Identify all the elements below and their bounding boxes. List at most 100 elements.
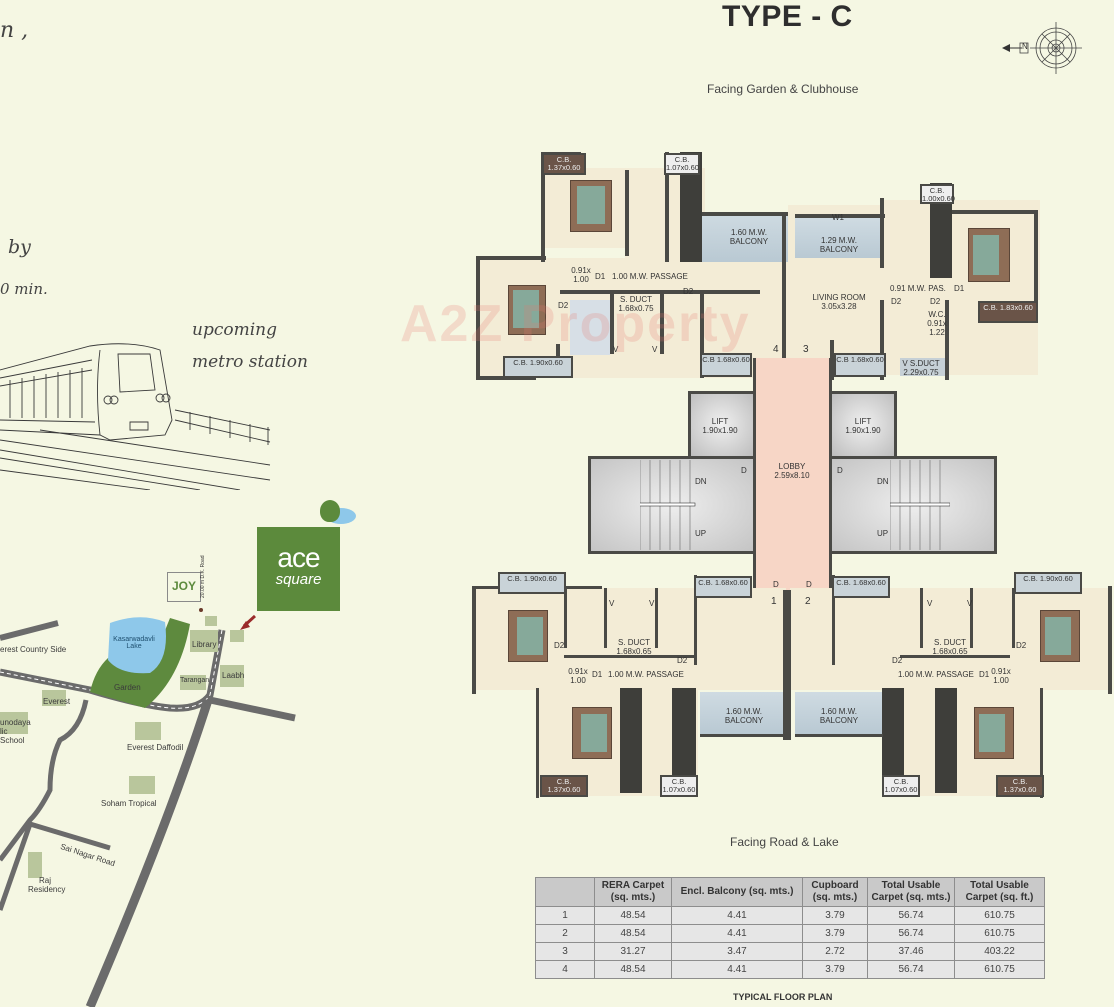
d2-label: D2	[891, 297, 902, 306]
joy-logo: JOY	[167, 572, 201, 602]
table-cell: 610.75	[954, 960, 1045, 979]
metro-train-sketch	[0, 343, 271, 490]
cb-label: C.B. 1.37x0.60	[542, 153, 586, 175]
table-header: Encl. Balcony (sq. mts.)	[671, 877, 803, 907]
balcony-label: 1.60 M.W. BALCONY	[729, 228, 769, 246]
cb-label: C.B. 1.90x0.60	[498, 572, 566, 594]
table-cell: 56.74	[867, 960, 955, 979]
vent-label: V	[652, 345, 658, 354]
door-size-label: 0.91x 1.00	[568, 667, 588, 685]
cb-label: C.B. 1.07x0.60	[664, 153, 700, 175]
table-row: 1 48.54 4.41 3.79 56.74 610.75	[535, 906, 1045, 925]
d1-label: D1	[954, 284, 965, 293]
d2-label: D2	[558, 301, 569, 310]
cb-label: C.B. 1.68x0.60	[832, 576, 890, 598]
living-room-label: LIVING ROOM 3.05x3.28	[812, 293, 866, 311]
door-label: D	[806, 362, 812, 371]
vent-label: V	[613, 345, 619, 354]
table-cell: 4.41	[671, 924, 803, 943]
map-label-garden: Garden	[114, 683, 141, 692]
table-header: Total Usable Carpet (sq. ft.)	[954, 877, 1045, 907]
lobby-label: LOBBY 2.59x8.10	[774, 462, 810, 480]
compass-north-label: N	[1022, 42, 1028, 51]
metro-note-line2: metro station	[192, 352, 308, 372]
table-cell: 37.46	[867, 942, 955, 961]
door-size-label: 0.91x 1.00	[571, 266, 591, 284]
map-label-library: Library	[192, 640, 217, 649]
cb-label: C.B. 1.83x0.60	[978, 301, 1038, 323]
d2-label: D2	[677, 656, 688, 665]
sduct-label: V S.DUCT 2.29x0.75	[902, 359, 940, 377]
table-cell: 48.54	[594, 906, 672, 925]
logo-ace-text: ace	[277, 542, 320, 573]
passage-label: 0.91 M.W. PAS.	[890, 284, 946, 293]
table-cell: 2	[535, 924, 595, 943]
table-header: Total Usable Carpet (sq. mts.)	[867, 877, 955, 907]
flat-number: 4	[773, 344, 779, 355]
passage-label: 1.00 M.W. PASSAGE	[898, 670, 974, 679]
door-label: D	[837, 466, 843, 475]
cb-label: C.B. 1.07x0.60	[882, 775, 920, 797]
table-header-row: RERA Carpet (sq. mts.) Encl. Balcony (sq…	[535, 877, 1045, 907]
sduct-label: S. DUCT 1.68x0.65	[616, 638, 652, 656]
table-cell: 610.75	[954, 924, 1045, 943]
d2-label: D2	[1016, 641, 1027, 650]
table-row: 4 48.54 4.41 3.79 56.74 610.75	[535, 960, 1045, 979]
compass-icon	[1000, 22, 1090, 76]
map-label-raj-residency: Raj Residency	[28, 876, 66, 894]
cb-label: C.B. 1.90x0.60	[503, 356, 573, 378]
map-label-tarangan: Tarangan	[180, 677, 210, 684]
table-cell: 56.74	[867, 924, 955, 943]
map-label-everest: Everest	[43, 697, 71, 706]
door-label: D	[773, 580, 779, 589]
table-cell: 2.72	[802, 942, 868, 961]
map-label-lake: Kasarwadavli Lake	[113, 636, 155, 650]
window-label: W1	[832, 213, 844, 222]
vent-label: V	[649, 599, 655, 608]
d2-label: D2	[930, 297, 941, 306]
bird-icon	[316, 498, 356, 528]
table-cell: 3.79	[802, 906, 868, 925]
map-label-everest-country-side: erest Country Side	[0, 645, 67, 654]
balcony-label: 1.60 M.W. BALCONY	[724, 707, 764, 725]
vent-label: V	[609, 599, 615, 608]
table-cell: 4.41	[671, 906, 803, 925]
wc-label: W.C. 0.91x 1.22	[927, 310, 947, 337]
flat-number: 3	[803, 344, 809, 355]
passage-label: 1.00 M.W. PASSAGE	[608, 670, 684, 679]
table-cell: 1	[535, 906, 595, 925]
table-cell: 48.54	[594, 924, 672, 943]
vent-label: V	[927, 599, 933, 608]
area-table: RERA Carpet (sq. mts.) Encl. Balcony (sq…	[535, 877, 1045, 979]
table-cell: 31.27	[594, 942, 672, 961]
cb-label: C.B. 1.00x0.60	[920, 184, 955, 204]
table-cell: 3.79	[802, 924, 868, 943]
handwritten-text-min: 0 min.	[0, 280, 48, 298]
table-cell: 4.41	[671, 960, 803, 979]
page-title: TYPE - C	[722, 0, 853, 33]
d1-label: D1	[595, 272, 606, 281]
table-cell: 3	[535, 942, 595, 961]
d2-label: D2	[892, 656, 903, 665]
cb-label: C.B 1.68x0.60	[834, 353, 886, 377]
sduct-label: S. DUCT 1.68x0.75	[618, 295, 654, 313]
stair-up-label: UP	[877, 529, 889, 538]
d2-label: D2	[683, 287, 694, 296]
flat-number: 1	[771, 596, 777, 607]
cb-label: C.B 1.68x0.60	[700, 353, 752, 377]
d1-label: D1	[979, 670, 990, 679]
balcony-label: 1.60 M.W. BALCONY	[819, 707, 859, 725]
cb-label: C.B. 1.68x0.60	[694, 576, 752, 598]
table-header	[535, 877, 595, 907]
table-header: Cupboard (sq. mts.)	[802, 877, 868, 907]
watermark: A2Z Property	[400, 295, 751, 353]
table-cell: 56.74	[867, 906, 955, 925]
facing-bottom-label: Facing Road & Lake	[730, 835, 839, 849]
cb-label: C.B. 1.37x0.60	[540, 775, 588, 797]
location-map	[0, 608, 296, 1007]
table-cell: 3.79	[802, 960, 868, 979]
stair-up-label: UP	[695, 529, 707, 538]
table-cell: 403.22	[954, 942, 1045, 961]
door-label: D	[741, 466, 747, 475]
table-row: 2 48.54 4.41 3.79 56.74 610.75	[535, 924, 1045, 943]
